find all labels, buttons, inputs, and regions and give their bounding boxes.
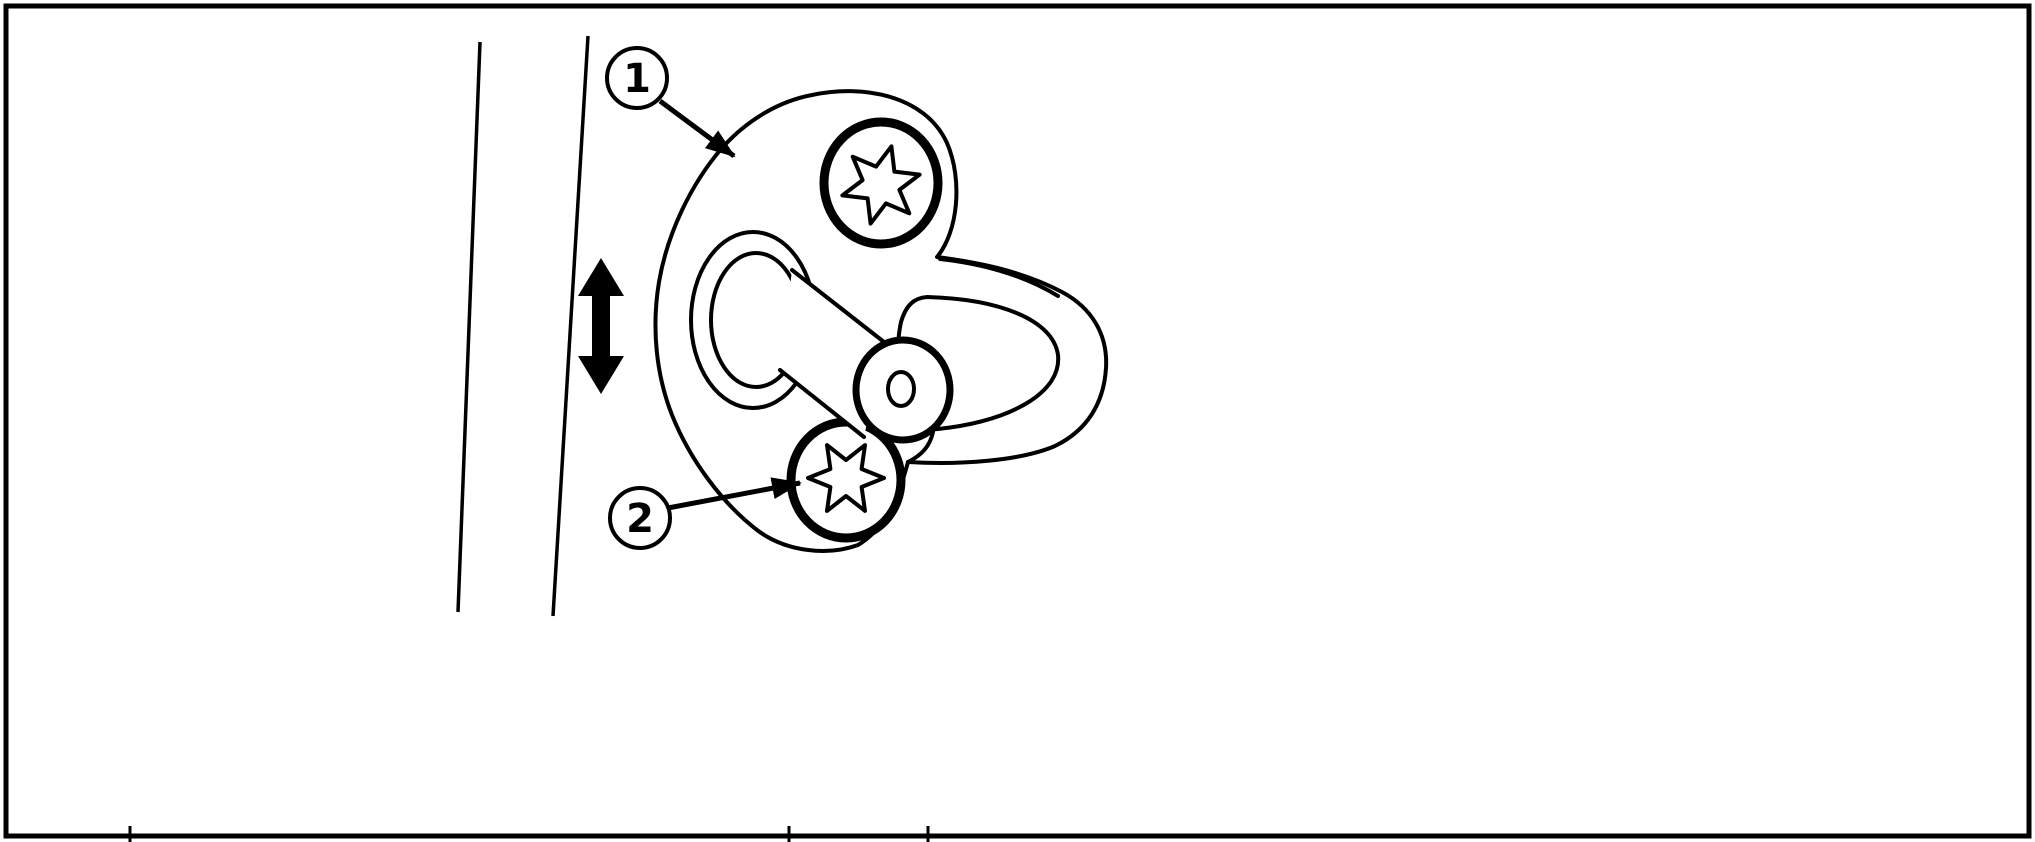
callout-1-label: 1	[623, 56, 651, 102]
callout-2-circle	[608, 486, 672, 550]
callout-1-leader-arrow	[658, 98, 736, 159]
up-down-arrow-icon	[578, 258, 624, 394]
pin-bottom-edge	[778, 368, 866, 439]
top-screw	[819, 117, 943, 249]
callout-1: 1	[605, 46, 736, 159]
bottom-screw-torx-icon	[806, 443, 886, 513]
door-jamb-lines	[456, 35, 590, 617]
crop-marks	[128, 826, 930, 842]
pin-top-edge	[790, 268, 886, 344]
callout-2: 2	[608, 477, 802, 550]
pin-end-hole	[886, 370, 916, 408]
striker-pin	[778, 268, 954, 444]
top-screw-torx-icon	[840, 144, 922, 226]
callout-2-label: 2	[626, 496, 654, 542]
door-edge-line-left	[456, 41, 482, 613]
callout-1-circle	[605, 46, 669, 110]
loop-band-top-edge	[938, 257, 1060, 298]
loop-band-bottom-edge	[906, 430, 935, 464]
figure-border	[3, 3, 2032, 839]
door-edge-line-right	[551, 35, 590, 617]
callout-2-leader-arrow	[667, 477, 802, 511]
